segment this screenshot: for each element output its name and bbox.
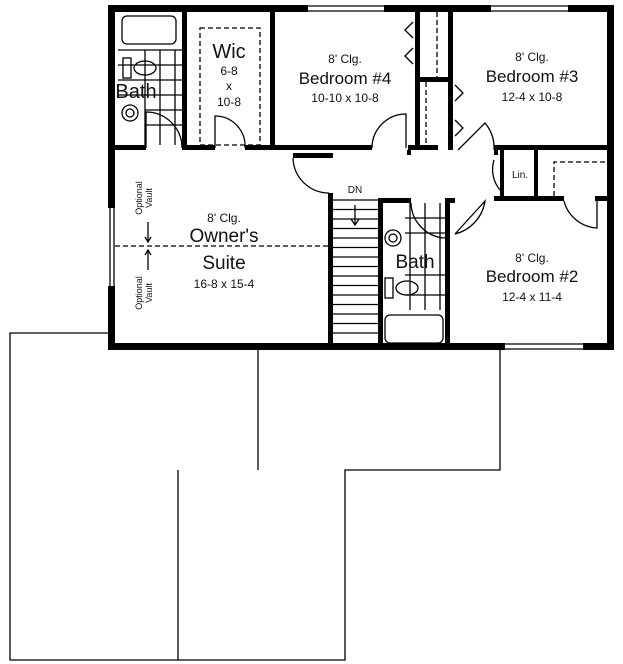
fixtures	[118, 15, 445, 344]
bedroom4-dims: 10-10 x 10-8	[311, 91, 379, 105]
sink-icon	[121, 104, 139, 122]
svg-text:Vault: Vault	[144, 283, 154, 303]
stair-dn-label: DN	[348, 185, 362, 196]
svg-text:Optional: Optional	[134, 181, 144, 215]
linen-label: Lin.	[512, 170, 528, 181]
wic-label: Wic	[212, 41, 245, 63]
wic-dim: x	[226, 79, 232, 93]
svg-text:Vault: Vault	[144, 188, 154, 208]
bathtub-icon	[384, 314, 444, 344]
bathtub-icon	[121, 15, 177, 45]
bedroom3-dims: 12-4 x 10-8	[502, 90, 563, 104]
bath-master-label: Bath	[115, 81, 156, 103]
lower-floor-outline	[9, 332, 501, 661]
bedroom4-label: Bedroom #4	[299, 69, 392, 88]
toilet-icon	[384, 277, 394, 299]
sink-icon	[384, 229, 402, 247]
closet-shelves	[199, 12, 607, 196]
ceiling-label: 8' Clg.	[515, 251, 549, 265]
owners-suite-dims: 16-8 x 15-4	[194, 277, 255, 291]
vault-label-bottom: Optional Vault	[134, 276, 154, 310]
ceiling-label: 8' Clg.	[515, 50, 549, 64]
wic-dim: 10-8	[217, 95, 241, 109]
ceiling-label: 8' Clg.	[207, 211, 241, 225]
interior-walls	[108, 5, 614, 348]
svg-text:Optional: Optional	[134, 276, 144, 310]
wic-dim: 6-8	[220, 64, 238, 78]
toilet-icon	[122, 57, 132, 79]
bedroom2-dims: 12-4 x 11-4	[502, 290, 562, 304]
ceiling-label: 8' Clg.	[328, 52, 362, 66]
owners-suite-label: Suite	[202, 253, 245, 274]
bath-hall-label: Bath	[395, 252, 434, 273]
bedroom2-label: Bedroom #2	[486, 267, 579, 286]
owners-suite-label: Owner's	[189, 226, 258, 247]
exterior-walls	[108, 5, 614, 350]
vault-label-top: Optional Vault	[134, 181, 154, 215]
bedroom3-label: Bedroom #3	[486, 67, 579, 86]
stair	[333, 199, 378, 334]
